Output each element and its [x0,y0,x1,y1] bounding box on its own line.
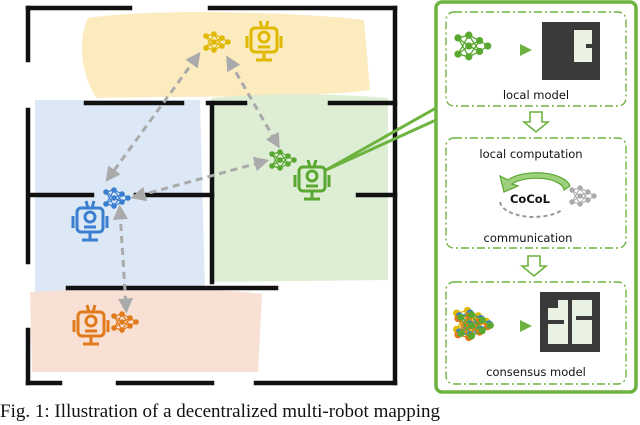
orange-region [30,288,262,372]
communication-label: communication [484,231,573,245]
arrow-to-local-map [520,44,532,56]
consensus-map-icon [540,292,600,352]
arrow-to-consensus-map [520,320,532,332]
local-model-label: local model [503,88,569,102]
local-map-icon [542,22,600,80]
local-model-box [445,11,627,107]
consensus-model-box [445,281,627,385]
panel-connector [325,106,437,172]
communication-arrows [105,51,280,314]
computation-box [445,137,627,249]
communication-cycle-arrow [499,201,563,218]
cocol-label: CoCoL [510,192,551,206]
down-arrow-2 [519,255,549,278]
computation-cycle-arrow [499,172,571,193]
down-arrow-1 [521,111,551,134]
local-computation-label: local computation [479,147,582,161]
process-panel: local model local computation CoCoL comm… [434,0,638,394]
consensus-model-label: consensus model [486,365,586,379]
yellow-region [81,12,370,99]
figure-caption: Fig. 1: Illustration of a decentralized … [0,401,441,422]
